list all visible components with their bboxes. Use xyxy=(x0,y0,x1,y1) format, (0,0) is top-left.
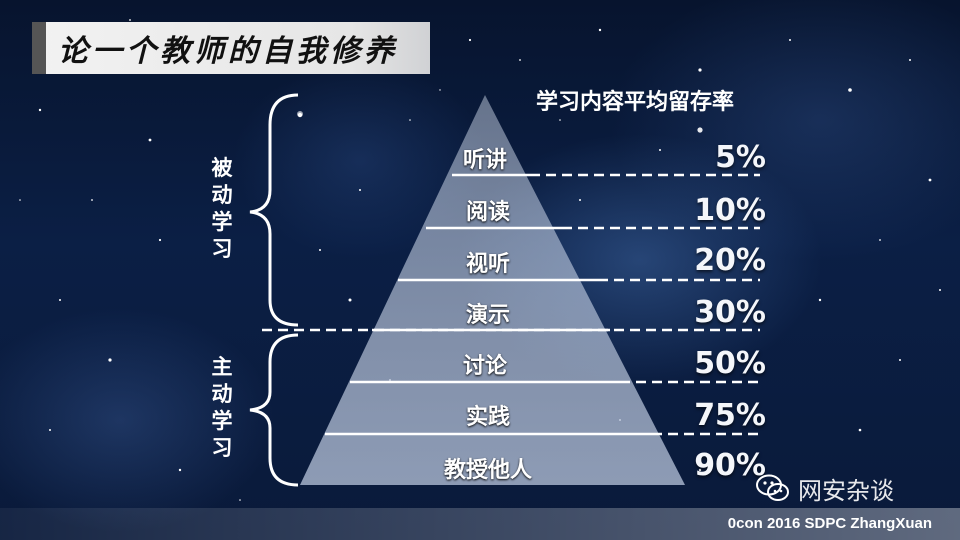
active-bracket xyxy=(249,333,299,487)
percent-lecture: 5% xyxy=(715,140,766,175)
percent-teach-others: 90% xyxy=(694,448,766,483)
watermark-text: 网安杂谈 xyxy=(798,476,894,505)
level-label-reading: 阅读 xyxy=(465,200,510,225)
footer-text: 0con 2016 SDPC ZhangXuan xyxy=(727,515,932,532)
pyramid-title: 学习内容平均留存率 xyxy=(536,90,735,115)
group-label-active: 主动学习 xyxy=(211,355,233,460)
wechat-icon xyxy=(756,474,789,501)
percent-reading: 10% xyxy=(694,193,766,228)
passive-bracket xyxy=(249,93,299,327)
percent-practice: 75% xyxy=(694,398,766,433)
level-label-lecture: 听讲 xyxy=(462,148,507,173)
level-label-teach-others: 教授他人 xyxy=(443,458,532,483)
pyramid-shape xyxy=(300,95,685,485)
slide-title: 论一个教师的自我修养 xyxy=(58,34,398,69)
watermark: 网安杂谈 xyxy=(756,470,894,506)
level-label-discussion: 讨论 xyxy=(462,354,507,379)
percent-audiovisual: 20% xyxy=(694,243,766,278)
footer-bar xyxy=(0,508,960,540)
title-bar xyxy=(32,22,430,74)
level-label-audiovisual: 视听 xyxy=(465,252,510,277)
percent-demonstration: 30% xyxy=(694,295,766,330)
group-label-passive: 被动学习 xyxy=(211,156,233,261)
level-label-practice: 实践 xyxy=(465,405,510,430)
percent-discussion: 50% xyxy=(694,346,766,381)
level-label-demonstration: 演示 xyxy=(465,303,510,328)
title-accent-bar xyxy=(32,22,46,74)
